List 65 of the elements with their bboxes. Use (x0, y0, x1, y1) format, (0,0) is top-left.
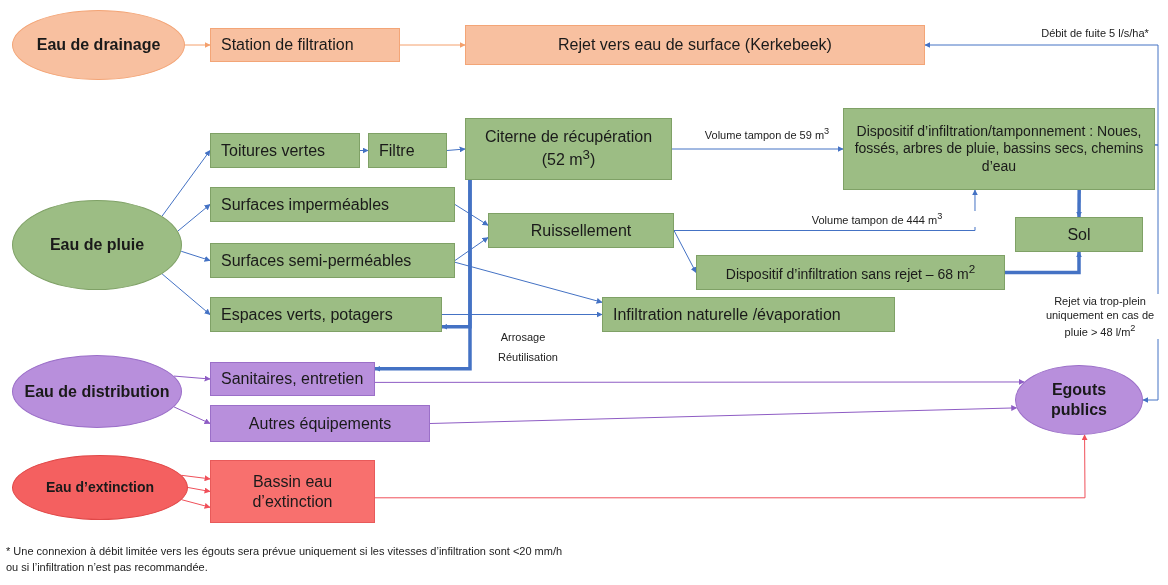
arrow (181, 499, 211, 509)
process-box (210, 405, 430, 442)
node-label: Dispositif d’infiltration/tamponnement : Noues, fossés, arbres de pluie, bassins secs, chemins d’eau (853, 122, 1145, 176)
node-label: Sanitaires, entretien (221, 369, 364, 389)
arrow (173, 375, 211, 382)
node-label: Eau de pluie (49, 235, 145, 255)
arrow (671, 146, 844, 152)
arrow (446, 146, 466, 153)
node-label: Station de filtration (221, 35, 354, 55)
process-box (488, 213, 674, 248)
process-box (210, 362, 375, 396)
process-box (210, 243, 455, 278)
process-box (1015, 217, 1143, 252)
arrow (454, 237, 489, 261)
arrow (177, 204, 211, 232)
process-box (465, 25, 925, 65)
node-label: Autres équipements (248, 413, 392, 434)
node-label: Eau de distribution (24, 381, 170, 402)
arrow (374, 434, 1088, 499)
node-label: Ruissellement (530, 220, 632, 241)
arrow (429, 405, 1018, 424)
arrow (374, 180, 472, 372)
process-box (210, 297, 442, 332)
node-label: Surfaces imperméables (221, 194, 390, 215)
node-label: Sol (1067, 224, 1091, 245)
arrow (180, 250, 211, 262)
arrow (924, 42, 1159, 146)
arrow (173, 406, 211, 424)
node-label: Eau de drainage (36, 35, 161, 55)
footnote: * Une connexion à débit limitée vers les égouts sera prévue uniquement si les vitesses d’infiltration sont <20 mm/h ou si l’infiltration n’est pas recommandée. (6, 544, 564, 575)
arrow (1076, 190, 1083, 218)
process-box (210, 28, 400, 62)
arrow (187, 487, 211, 494)
process-box (210, 133, 360, 168)
arrow (181, 474, 211, 482)
arrow (673, 230, 697, 274)
arrow (161, 150, 211, 217)
process-box (368, 133, 447, 168)
arrow (184, 42, 211, 48)
arrow (441, 311, 603, 318)
node-label: Surfaces semi-perméables (221, 250, 412, 271)
node-label: Infiltration naturelle /évaporation (613, 304, 841, 325)
node-label: Egouts publics (1050, 380, 1108, 420)
arrow (1005, 251, 1082, 275)
process-box (210, 187, 455, 222)
node-label: Filtre (379, 140, 415, 161)
arrow (673, 189, 978, 231)
process-box (465, 118, 672, 180)
arrow (454, 261, 603, 304)
process-box (602, 297, 895, 332)
node-label: Eau d’extinction (45, 478, 155, 497)
node-label: Rejet vers eau de surface (Kerkebeek) (558, 35, 832, 55)
arrow (161, 273, 211, 315)
arrow (374, 379, 1025, 385)
node-label: Bassin eau d’extinction (251, 471, 334, 512)
arrow (399, 42, 466, 48)
arrow (359, 147, 369, 154)
node-label: Dispositif d’infiltration sans rejet – 68 m$^{2}$ (725, 261, 976, 284)
process-box (210, 460, 375, 523)
process-box (696, 255, 1005, 290)
arrow (454, 204, 489, 226)
node-label: Citerne de récupération (52 m$^{3}$) (483, 127, 654, 171)
process-box (843, 108, 1155, 190)
node-label: Toitures vertes (221, 140, 326, 161)
node-label: Espaces verts, potagers (221, 304, 393, 325)
